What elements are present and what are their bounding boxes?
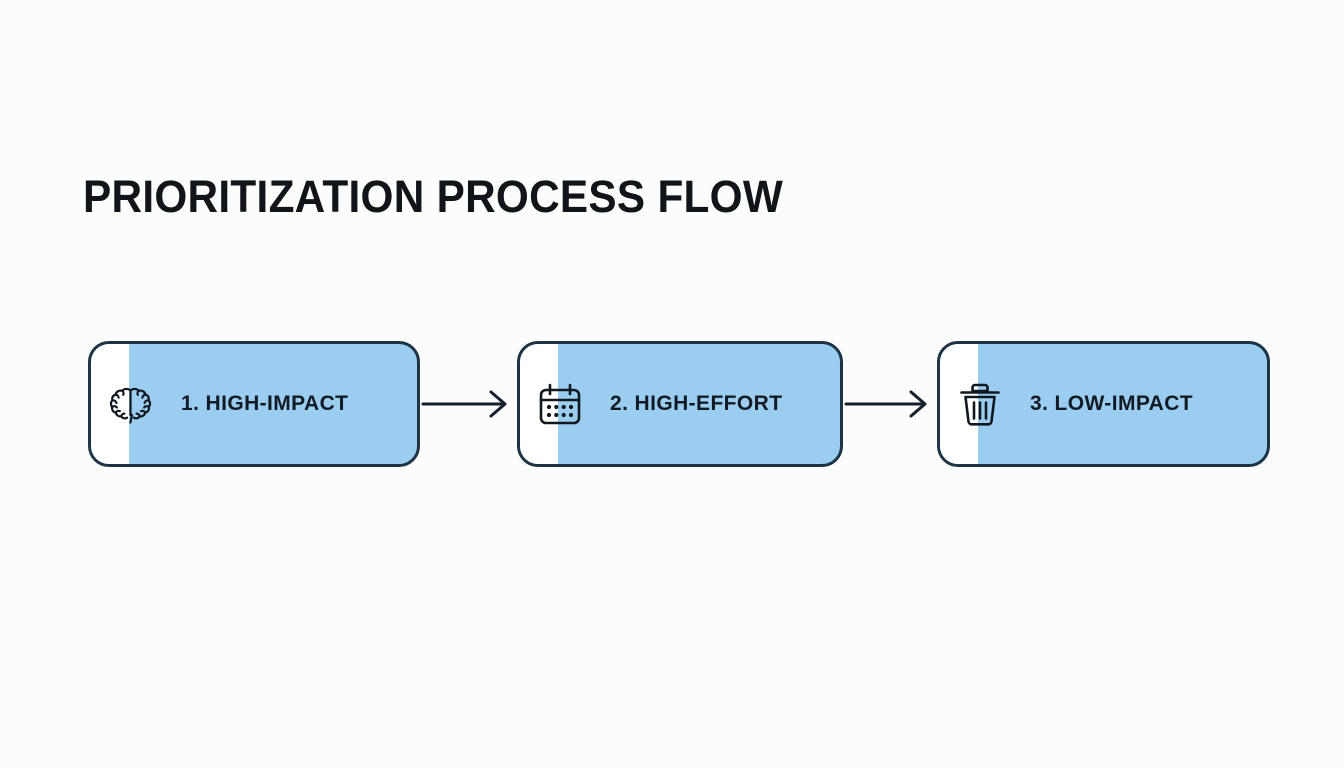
flow-step-label: 2. HIGH-EFFORT: [610, 392, 783, 415]
arrow-right-icon: [421, 387, 517, 421]
flow-step-card-1[interactable]: 1. HIGH-IMPACT: [88, 341, 420, 467]
card-accent-strip: [520, 344, 558, 464]
flow-step-label: 3. LOW-IMPACT: [1030, 392, 1194, 415]
page-title: PRIORITIZATION PROCESS FLOW: [83, 171, 784, 222]
card-accent-strip: [940, 344, 978, 464]
trash-icon: [954, 378, 1006, 430]
flow-step-card-2[interactable]: 2. HIGH-EFFORT: [517, 341, 843, 467]
flow-step-label: 1. HIGH-IMPACT: [181, 392, 349, 415]
brain-icon: [105, 378, 157, 430]
process-flow-row: 1. HIGH-IMPACT: [0, 341, 1344, 467]
arrow-right-icon: [844, 387, 937, 421]
calendar-icon: [534, 378, 586, 430]
flow-step-card-3[interactable]: 3. LOW-IMPACT: [937, 341, 1270, 467]
